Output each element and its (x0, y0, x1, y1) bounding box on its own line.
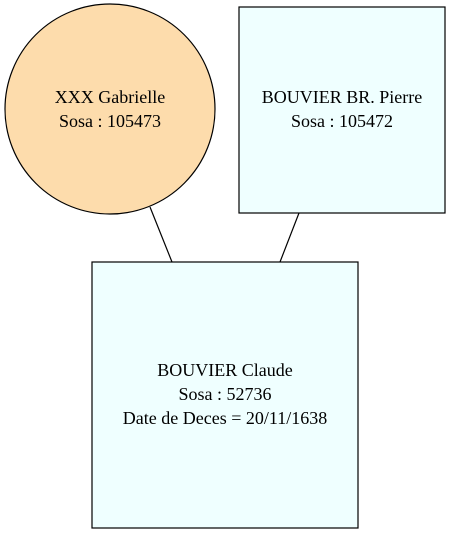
node-claude: BOUVIER Claude Sosa : 52736 Date de Dece… (91, 261, 359, 529)
node-claude-sosa: Sosa : 52736 (178, 384, 271, 404)
node-pierre: BOUVIER BR. Pierre Sosa : 105472 (238, 6, 446, 214)
node-pierre-name: BOUVIER BR. Pierre (262, 87, 423, 107)
node-gabrielle-sosa: Sosa : 105473 (59, 111, 161, 131)
node-gabrielle: XXX Gabrielle Sosa : 105473 (4, 3, 216, 215)
node-pierre-shape (238, 6, 446, 214)
node-gabrielle-name: XXX Gabrielle (55, 87, 165, 107)
node-pierre-sosa: Sosa : 105472 (291, 111, 393, 131)
edge-gabrielle-claude (149, 206, 173, 263)
node-gabrielle-shape (4, 3, 216, 215)
node-claude-shape (91, 261, 359, 529)
node-claude-death-date: Date de Deces = 20/11/1638 (123, 408, 327, 428)
node-claude-name: BOUVIER Claude (157, 360, 292, 380)
edge-pierre-claude (279, 212, 300, 263)
